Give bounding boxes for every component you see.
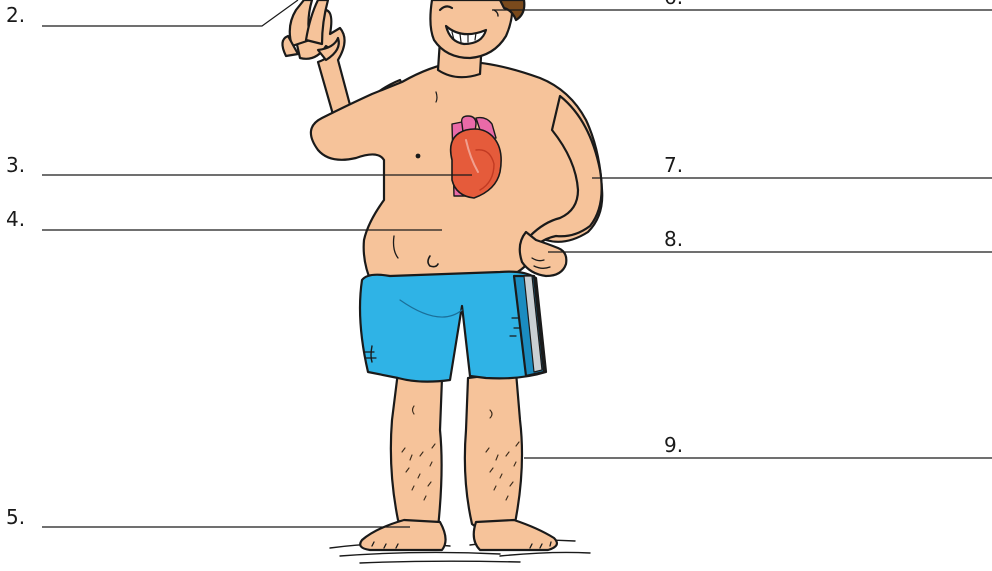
- left-foot: [360, 520, 445, 550]
- shorts: [360, 272, 546, 382]
- right-foot: [474, 520, 557, 550]
- left-leg: [391, 372, 442, 528]
- label-8: 8.: [664, 227, 683, 251]
- label-2: 2.: [6, 3, 25, 27]
- nipple: [416, 154, 421, 159]
- number-labels: 2. 6. 3. 7. 4. 8. 9. 5.: [6, 0, 683, 529]
- man-illustration: [282, 0, 602, 563]
- label-3: 3.: [6, 153, 25, 177]
- feet: [360, 520, 557, 550]
- right-leg: [465, 372, 522, 530]
- label-6: 6.: [664, 0, 683, 9]
- legs: [391, 372, 522, 530]
- label-7: 7.: [664, 153, 683, 177]
- label-4: 4.: [6, 207, 25, 231]
- leader-line-2: [42, 0, 298, 26]
- heart-illustration: [451, 116, 502, 198]
- label-9: 9.: [664, 433, 683, 457]
- label-5: 5.: [6, 505, 25, 529]
